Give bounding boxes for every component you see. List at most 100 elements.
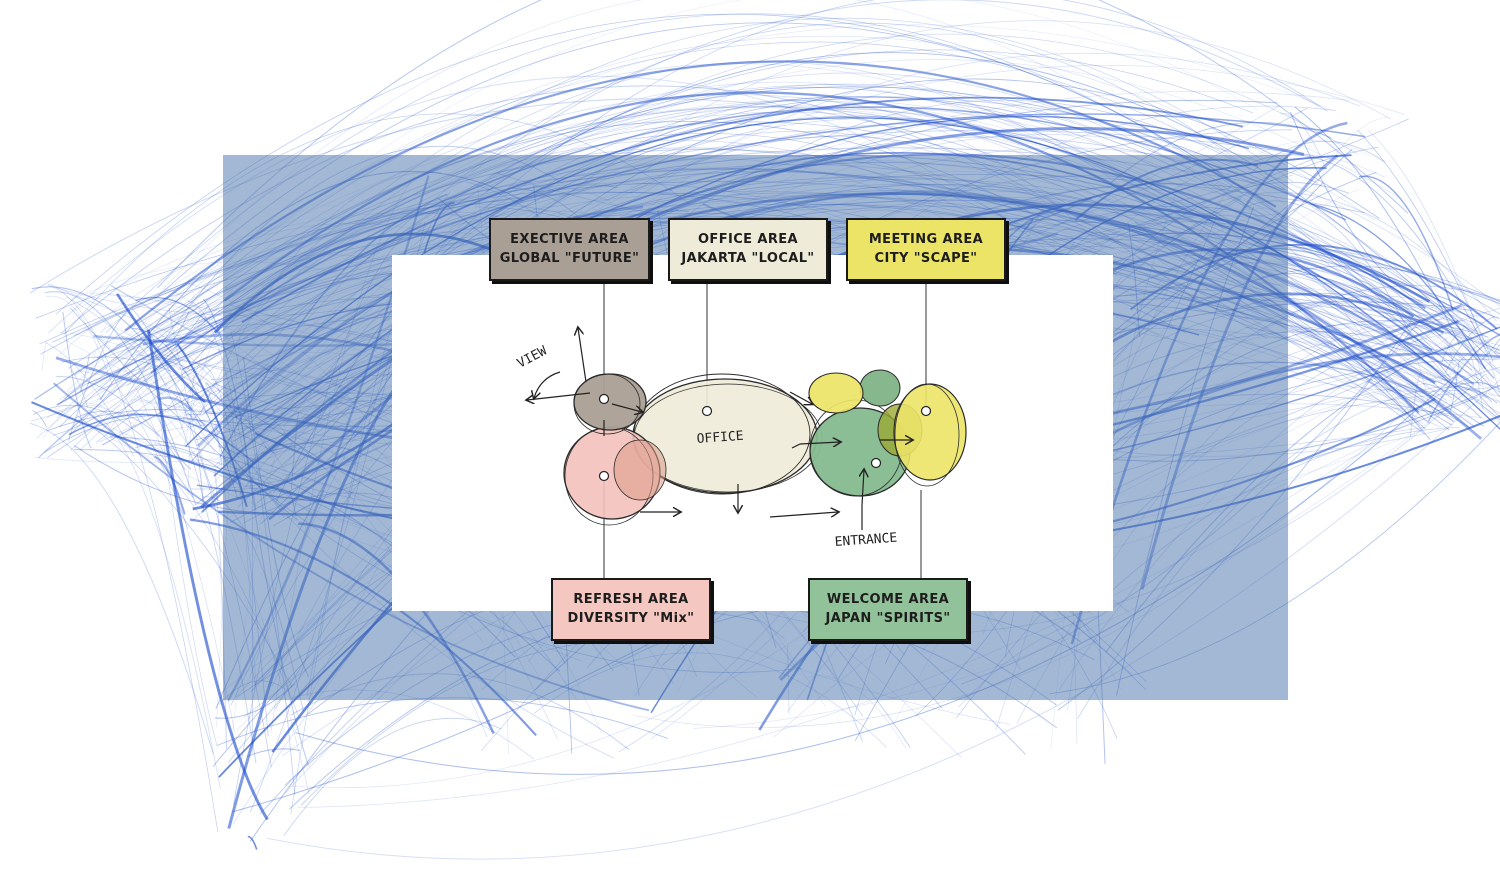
arrow-office-welcome: [799, 442, 840, 444]
network-line: [84, 328, 235, 732]
network-line: [1358, 175, 1454, 312]
network-line: [1294, 106, 1460, 346]
network-line: [154, 455, 186, 515]
network-line: [1427, 333, 1500, 422]
network-line: [1310, 203, 1487, 370]
network-line: [31, 286, 202, 428]
network-line: [165, 311, 190, 347]
meeting-area-title: MEETING AREA: [868, 232, 984, 247]
welcome-area-subtitle: JAPAN "SPIRITS": [825, 611, 951, 626]
network-line: [1436, 312, 1487, 339]
network-line: [187, 367, 195, 496]
meeting-area-subtitle: CITY "SCAPE": [874, 251, 978, 266]
network-line: [1422, 382, 1482, 419]
network-line: [79, 353, 90, 392]
zone-meeting: [808, 372, 967, 487]
network-line: [158, 396, 193, 411]
zone-executive: [573, 373, 647, 435]
network-line: [62, 312, 92, 449]
network-line: [1479, 338, 1500, 363]
network-line: [1463, 342, 1484, 410]
network-line: [1454, 382, 1493, 403]
zone-office: [632, 373, 823, 495]
refresh-area-label: REFRESH AREA DIVERSITY "Mix": [551, 578, 711, 641]
network-line: [135, 296, 220, 335]
network-line: [162, 288, 224, 343]
network-line: [489, 97, 1482, 386]
entrance-label: ENTRANCE: [834, 531, 898, 550]
network-line: [1441, 330, 1464, 363]
meeting-area-label: MEETING AREA CITY "SCAPE": [846, 218, 1006, 281]
network-line: [157, 0, 1409, 289]
network-line: [489, 83, 1465, 361]
network-line: [58, 376, 165, 405]
office-area-title: OFFICE AREA: [697, 232, 798, 247]
network-line: [485, 52, 1488, 357]
network-line: [1449, 361, 1460, 414]
network-line: [71, 369, 89, 409]
network-line: [52, 305, 209, 436]
network-line: [1445, 316, 1496, 373]
network-line: [146, 329, 269, 821]
welcome-area-label: WELCOME AREA JAPAN "SPIRITS": [808, 578, 968, 641]
welcome-area-title: WELCOME AREA: [826, 592, 950, 607]
refresh-area-title: REFRESH AREA: [573, 592, 689, 607]
network-line: [74, 410, 160, 437]
network-line: [247, 835, 258, 850]
office-area-subtitle: JAKARTA "LOCAL": [681, 251, 815, 266]
network-line: [267, 379, 1500, 860]
network-line: [488, 59, 1400, 198]
network-line: [1424, 366, 1500, 406]
network-line: [47, 285, 219, 832]
arrow-exec-office: [611, 403, 642, 412]
network-line: [157, 395, 218, 746]
network-line: [46, 404, 137, 428]
network-line: [31, 369, 136, 422]
network-line: [56, 375, 186, 471]
network-line: [29, 422, 214, 755]
network-line: [1357, 129, 1494, 362]
node-refresh: [598, 470, 610, 482]
network-line: [168, 307, 217, 503]
network-line: [196, 453, 205, 511]
network-line: [1427, 386, 1498, 404]
network-line: [1453, 336, 1499, 369]
network-line: [180, 322, 227, 431]
network-line: [118, 289, 234, 377]
office-area-label: OFFICE AREA JAKARTA "LOCAL": [668, 218, 828, 281]
network-line: [65, 296, 216, 453]
network-line: [1482, 352, 1500, 357]
network-line: [67, 308, 129, 441]
network-line: [32, 410, 47, 428]
arrow-bottom-corridor: [769, 512, 838, 518]
network-line: [154, 22, 1500, 419]
zone-refresh: [563, 426, 667, 526]
view-curve: [534, 371, 561, 398]
network-line: [116, 293, 206, 404]
network-line: [41, 341, 47, 371]
node-executive: [598, 393, 610, 405]
network-line: [91, 321, 109, 368]
node-office: [701, 405, 713, 417]
network-line: [164, 0, 1270, 288]
arrow-office-left: [791, 443, 801, 449]
network-line: [118, 388, 189, 529]
view-arrow-up: [578, 328, 587, 383]
network-line: [1494, 344, 1500, 353]
network-line: [45, 342, 134, 457]
network-line: [1470, 320, 1500, 395]
office-sketch-label: OFFICE: [696, 429, 744, 447]
node-welcome: [870, 457, 882, 469]
network-line: [61, 356, 238, 413]
network-line: [1462, 323, 1484, 391]
refresh-area-subtitle: DIVERSITY "Mix": [567, 611, 695, 626]
arrow-entrance-up: [862, 470, 864, 506]
network-line: [471, 0, 1320, 173]
network-line: [1368, 129, 1479, 330]
view-label: VIEW: [515, 344, 550, 372]
arrow-office-meeting-top: [789, 391, 812, 404]
executive-area-subtitle: GLOBAL "FUTURE": [499, 251, 640, 266]
network-line: [44, 291, 197, 504]
